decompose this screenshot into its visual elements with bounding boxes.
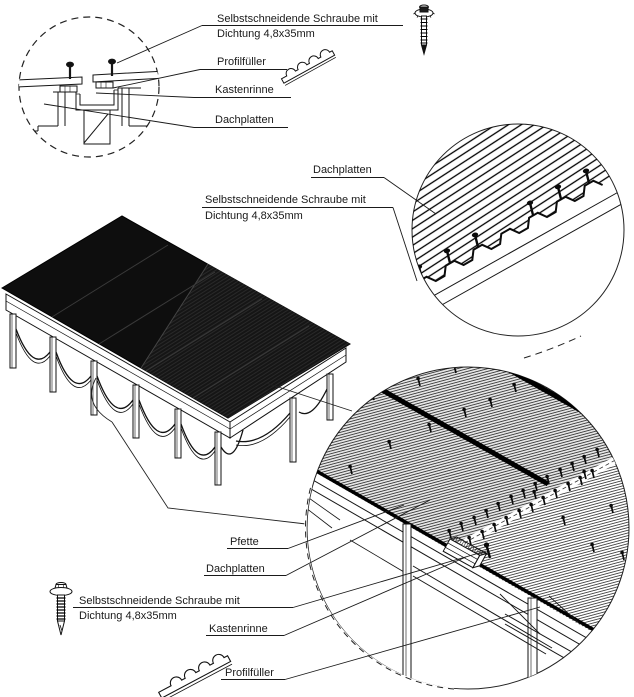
label-screw-spec-middle-line1: Selbstschneidende Schraube mit bbox=[205, 194, 366, 206]
screw-icon-top bbox=[413, 4, 435, 56]
label-screw-spec-bottom-line1: Selbstschneidende Schraube mit bbox=[79, 595, 240, 607]
label-screw-spec-top-line1: Selbstschneidende Schraube mit bbox=[217, 13, 378, 25]
screw-icon-bottom bbox=[49, 582, 73, 636]
label-screw-spec-top-line2: Dichtung 4,8x35mm bbox=[217, 28, 315, 40]
gutter-seam bbox=[444, 448, 629, 557]
indicator-arc bbox=[523, 335, 582, 359]
label-box-gutter-bottom: Kastenrinne bbox=[209, 623, 268, 635]
label-purlin: Pfette bbox=[230, 536, 259, 548]
panel-hatch bbox=[412, 124, 624, 300]
detail-circle-structure bbox=[304, 366, 630, 691]
callout-lines bbox=[43, 25, 541, 680]
label-roof-panels-middle: Dachplatten bbox=[313, 164, 372, 176]
label-roof-panels-top: Dachplatten bbox=[215, 114, 274, 126]
carport-braces bbox=[15, 328, 328, 460]
detail-circle-gutter-section bbox=[18, 16, 160, 158]
label-profile-filler-top: Profilfüller bbox=[217, 56, 266, 68]
detail-circle-panel-edge bbox=[411, 123, 625, 337]
profile-filler-icon-bottom bbox=[157, 653, 233, 697]
label-screw-spec-bottom-line2: Dichtung 4,8x35mm bbox=[79, 610, 177, 622]
main-isometric-carport-view bbox=[1, 215, 353, 525]
purlin-beam bbox=[307, 475, 619, 664]
carport-posts bbox=[9, 313, 334, 486]
label-profile-filler-bottom: Profilfüller bbox=[225, 667, 274, 679]
detail-indicator bbox=[91, 377, 353, 525]
label-box-gutter-top: Kastenrinne bbox=[215, 84, 274, 96]
label-screw-spec-middle-line2: Dichtung 4,8x35mm bbox=[205, 210, 303, 222]
carport-roof bbox=[1, 215, 351, 419]
profile-filler-icon-top bbox=[280, 49, 337, 86]
label-roof-panels-bottom: Dachplatten bbox=[206, 563, 265, 575]
box-gutter-section bbox=[53, 87, 141, 145]
screw-in-section bbox=[66, 58, 116, 79]
gutter-screw bbox=[483, 542, 492, 559]
